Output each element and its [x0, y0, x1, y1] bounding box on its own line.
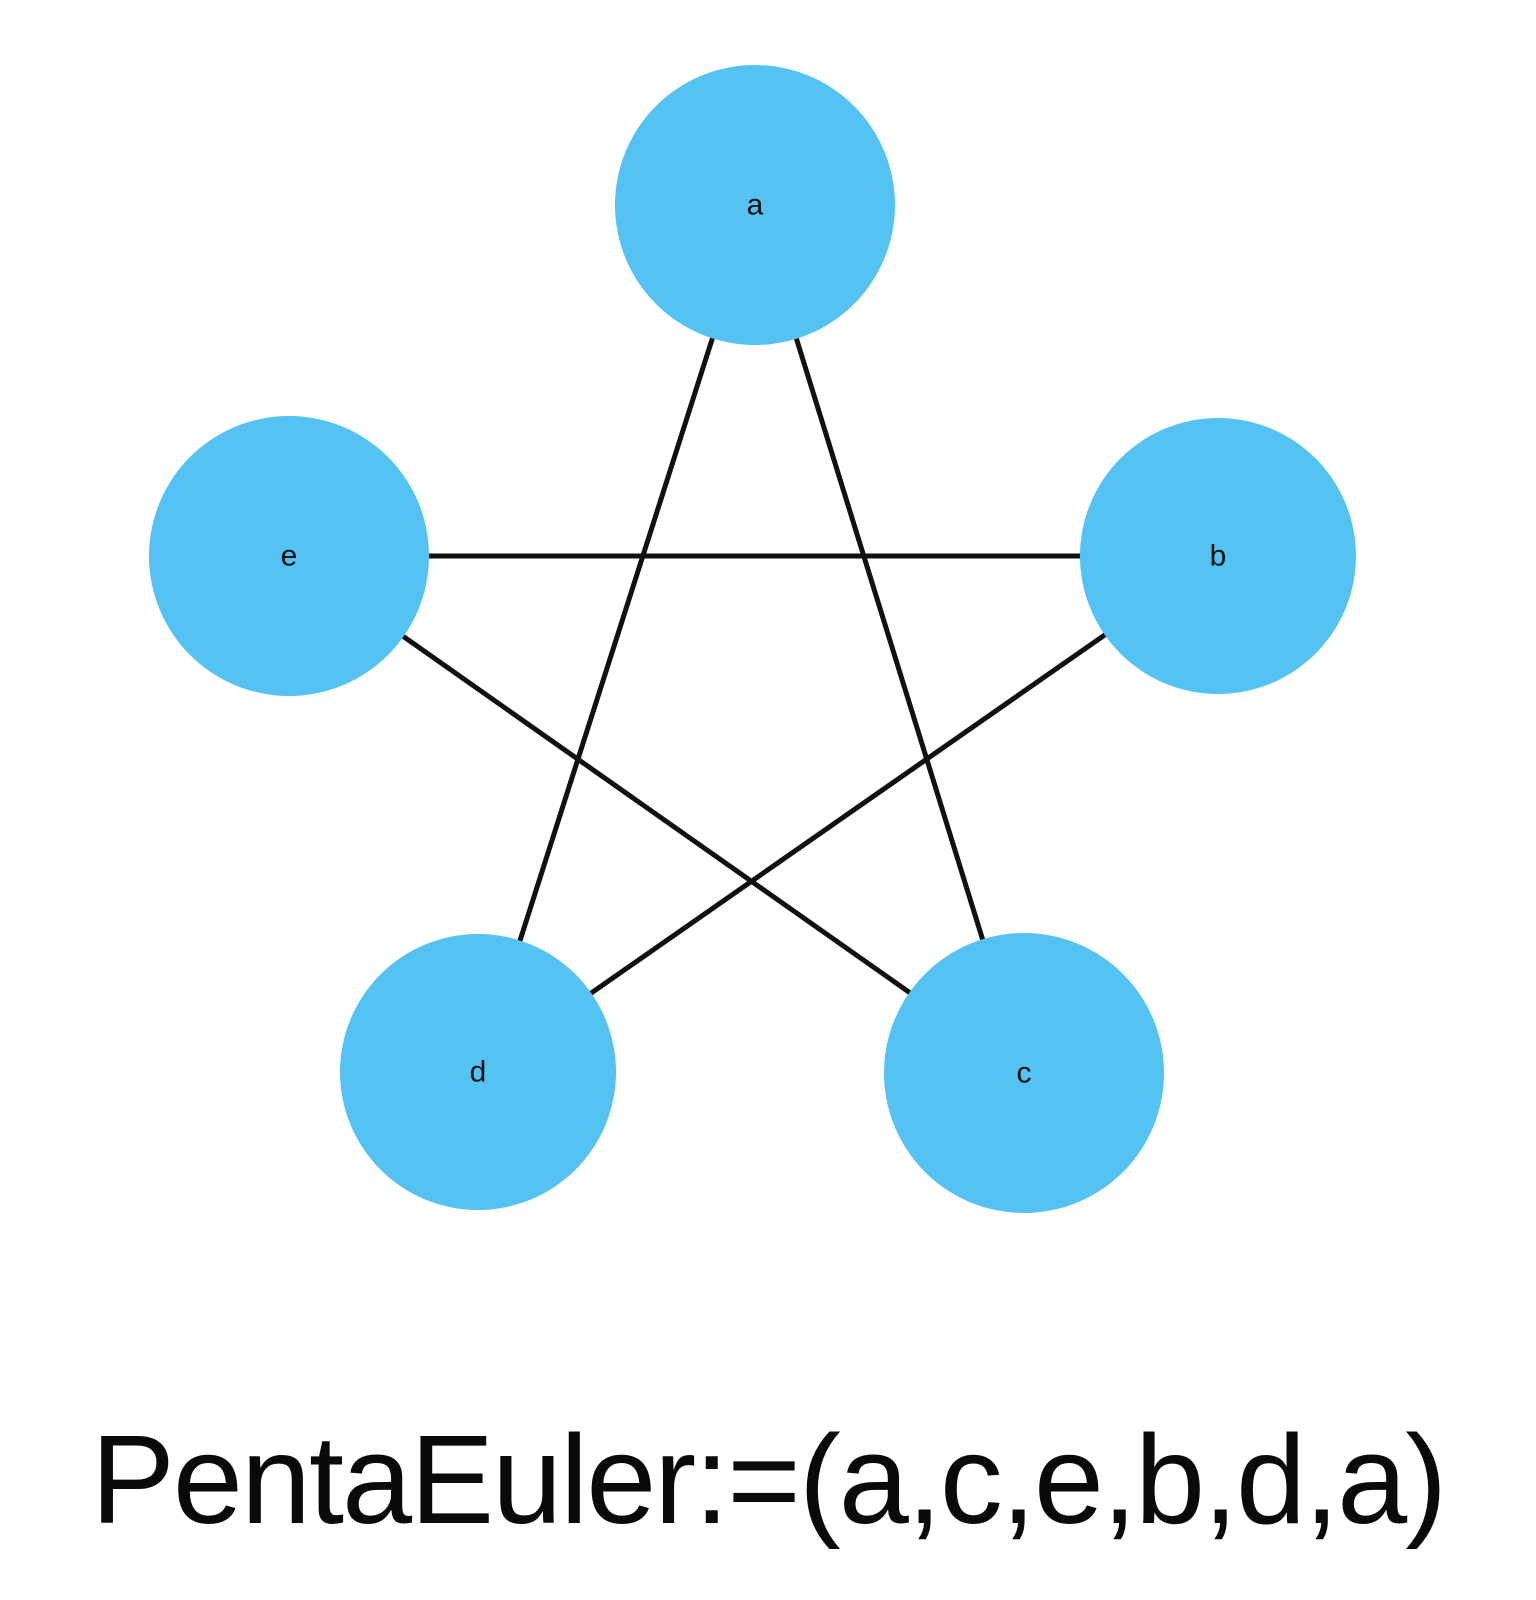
edge-a-d [475, 204, 758, 1073]
node-circle-a [615, 65, 895, 345]
euler-path-caption: PentaEuler:=(a,c,e,b,d,a) [90, 1409, 1447, 1550]
node-label-e: e [281, 540, 298, 573]
node-circle-b [1080, 418, 1356, 694]
node-label-b: b [1210, 540, 1227, 573]
graph-canvas: a b c d e [149, 65, 1356, 1213]
node-circle-e [149, 416, 429, 696]
node-label-a: a [747, 189, 764, 222]
node-label-c: c [1017, 1057, 1032, 1090]
node-circle-c [884, 933, 1164, 1213]
edge-a-c [752, 204, 1027, 1074]
node-circle-d [340, 934, 616, 1210]
node-label-d: d [470, 1056, 487, 1089]
edge-c-e [287, 553, 1026, 1076]
edge-b-d [476, 553, 1220, 1075]
